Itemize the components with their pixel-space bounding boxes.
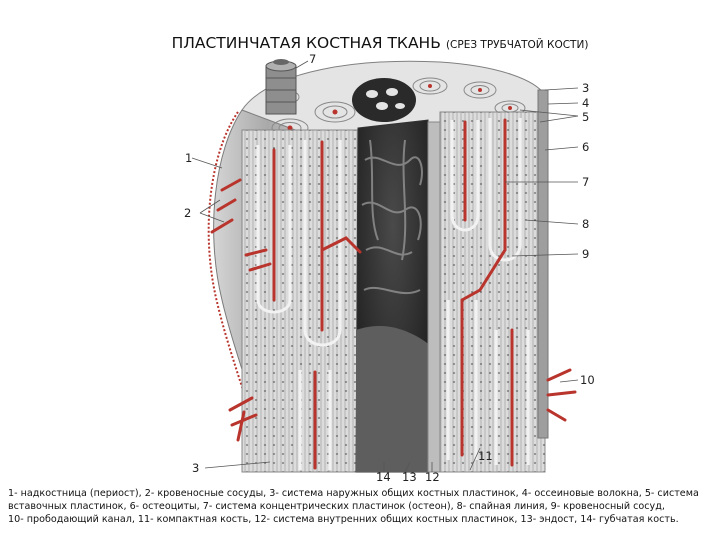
label-5: 5 <box>582 110 589 124</box>
blood-vessels <box>210 118 577 470</box>
label-10: 10 <box>580 373 595 387</box>
spongy-top-opening <box>352 78 416 122</box>
label-3: 3 <box>582 81 589 95</box>
osteon-rings <box>270 77 526 138</box>
leader-lines <box>191 60 579 473</box>
label-4: 4 <box>582 96 589 110</box>
label-7-top: 7 <box>309 52 316 66</box>
figure-legend: 1- надкостница (периост), 2- кровеносные… <box>8 487 714 526</box>
legend-line-3: 10- прободающий канал, 11- компактная ко… <box>8 514 679 525</box>
inner-lamellae-wall <box>427 121 441 473</box>
label-9: 9 <box>582 247 589 261</box>
label-8: 8 <box>582 217 589 231</box>
label-12: 12 <box>425 470 440 484</box>
osteon-tower <box>265 59 297 115</box>
label-1: 1 <box>185 151 192 165</box>
legend-line-1: 1- надкостница (периост), 2- кровеносные… <box>8 488 699 499</box>
label-3-bottom: 3 <box>192 461 199 475</box>
osteon-longitudinal <box>256 118 530 470</box>
label-2: 2 <box>184 206 191 220</box>
label-13: 13 <box>402 470 417 484</box>
legend-line-2: вставочных пластинок, 6- остеоциты, 7- с… <box>8 501 665 512</box>
label-6: 6 <box>582 140 589 154</box>
label-7: 7 <box>582 175 589 189</box>
figure-title: ПЛАСТИНЧАТАЯ КОСТНАЯ ТКАНЬ (СРЕЗ ТРУБЧАТ… <box>0 33 720 52</box>
title-sub: (СРЕЗ ТРУБЧАТОЙ КОСТИ) <box>445 39 589 51</box>
endosteum <box>356 325 430 472</box>
label-11: 11 <box>478 449 493 463</box>
label-14: 14 <box>376 470 391 484</box>
outer-lamellae-right <box>537 89 549 439</box>
spongy-trabeculae <box>361 139 423 295</box>
title-main: ПЛАСТИНЧАТАЯ КОСТНАЯ ТКАНЬ <box>171 34 441 52</box>
